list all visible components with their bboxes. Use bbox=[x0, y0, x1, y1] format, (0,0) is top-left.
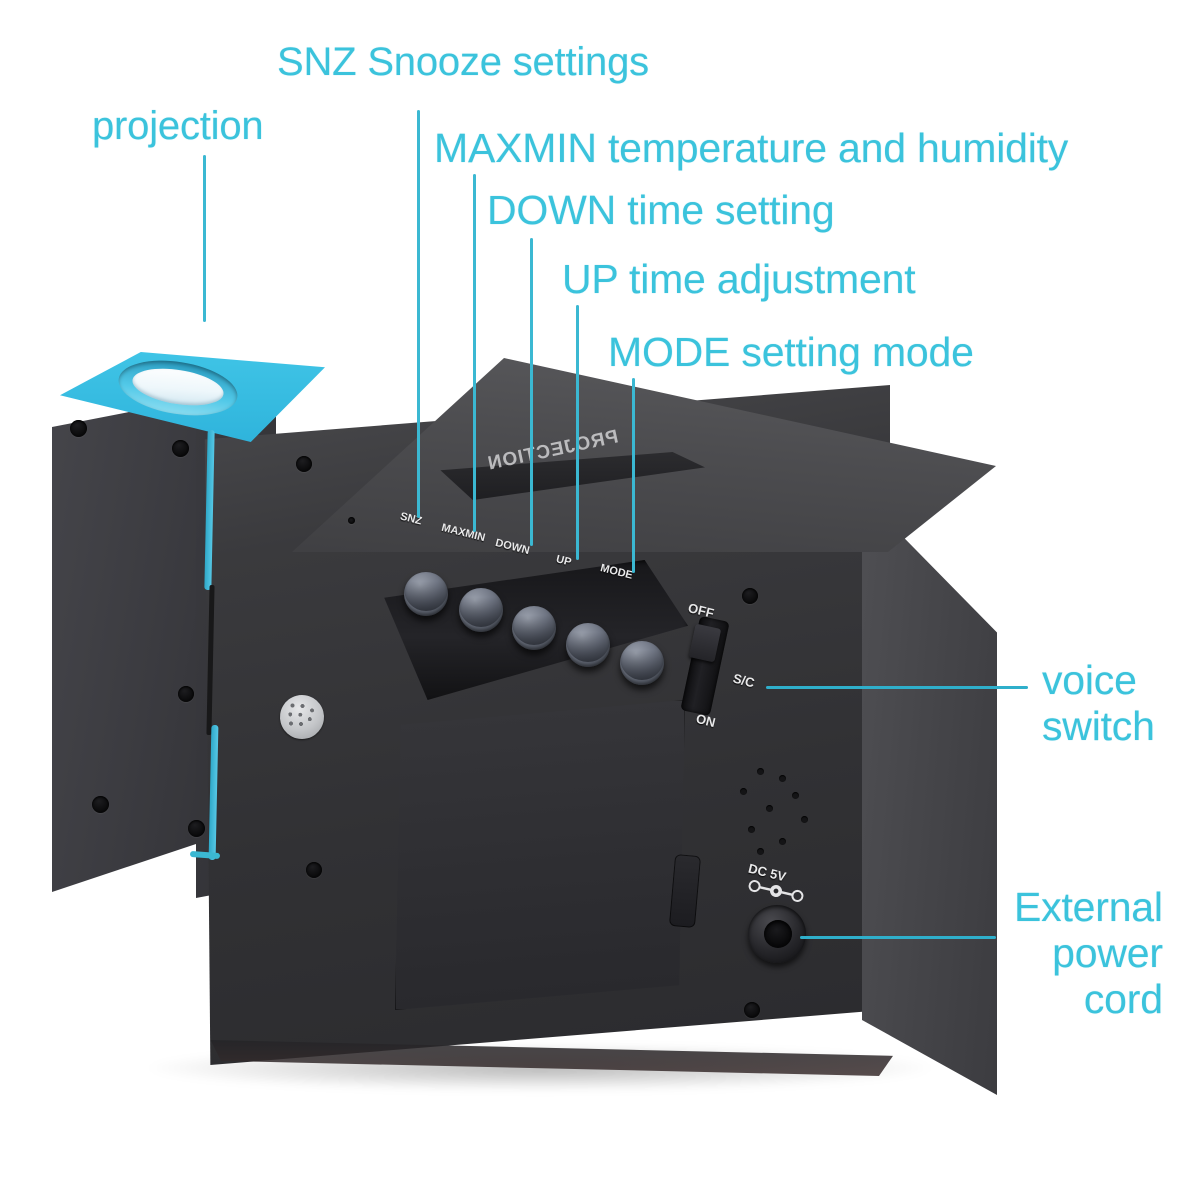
leader-line-power bbox=[800, 936, 996, 939]
screw-hole bbox=[70, 420, 87, 437]
speaker-hole bbox=[792, 792, 799, 799]
speaker-hole bbox=[779, 838, 786, 845]
speaker-hole bbox=[779, 775, 786, 782]
leader-line-up bbox=[576, 305, 579, 560]
leader-line-voice bbox=[766, 686, 1028, 689]
callout-maxmin: MAXMIN temperature and humidity bbox=[434, 125, 1069, 171]
callout-snooze: SNZ Snooze settings bbox=[277, 40, 649, 84]
callout-down: DOWN time setting bbox=[487, 187, 835, 233]
callout-voice-line1: voice bbox=[1042, 657, 1137, 703]
callout-voice-line2: switch bbox=[1042, 702, 1155, 749]
button-snz[interactable] bbox=[404, 572, 448, 616]
speaker-hole bbox=[766, 805, 773, 812]
callout-projection: projection bbox=[92, 104, 264, 148]
callout-up: UP time adjustment bbox=[562, 256, 916, 302]
screw-hole bbox=[188, 820, 205, 837]
blue-foot-edge bbox=[189, 850, 221, 860]
screw-hole bbox=[742, 588, 758, 604]
screw-hole bbox=[296, 456, 312, 472]
speaker-hole bbox=[757, 848, 764, 855]
vent-pinhole bbox=[348, 517, 355, 524]
leader-line-maxmin bbox=[473, 174, 476, 532]
speaker-hole bbox=[740, 788, 747, 795]
screw-hole bbox=[172, 440, 189, 457]
battery-door[interactable] bbox=[395, 700, 685, 1010]
callout-mode: MODE setting mode bbox=[608, 329, 974, 375]
leader-line-down bbox=[530, 238, 533, 546]
button-maxmin[interactable] bbox=[459, 588, 503, 632]
screw-hole bbox=[178, 686, 194, 702]
speaker-hole bbox=[801, 816, 808, 823]
button-mode[interactable] bbox=[620, 641, 664, 685]
callout-ext-line2: power bbox=[1052, 929, 1163, 976]
speaker-hole bbox=[748, 826, 755, 833]
callout-ext-line1: External bbox=[1014, 884, 1163, 930]
button-up[interactable] bbox=[566, 623, 610, 667]
leader-line-projection bbox=[203, 155, 206, 322]
leader-line-snooze bbox=[417, 110, 420, 518]
button-down[interactable] bbox=[512, 606, 556, 650]
leader-line-mode bbox=[632, 378, 635, 573]
device-right-panel bbox=[862, 495, 997, 1095]
callout-external-power: External power cord bbox=[1014, 884, 1163, 1023]
screw-hole bbox=[744, 1002, 760, 1018]
screw-hole bbox=[92, 796, 109, 813]
screw-hole bbox=[306, 862, 322, 878]
dc-polarity-icon bbox=[748, 880, 804, 902]
callout-voice-switch: voice switch bbox=[1042, 657, 1155, 750]
callout-ext-line3: cord bbox=[1083, 975, 1163, 1022]
speaker-hole bbox=[757, 768, 764, 775]
dc-power-jack-pin bbox=[764, 920, 792, 948]
